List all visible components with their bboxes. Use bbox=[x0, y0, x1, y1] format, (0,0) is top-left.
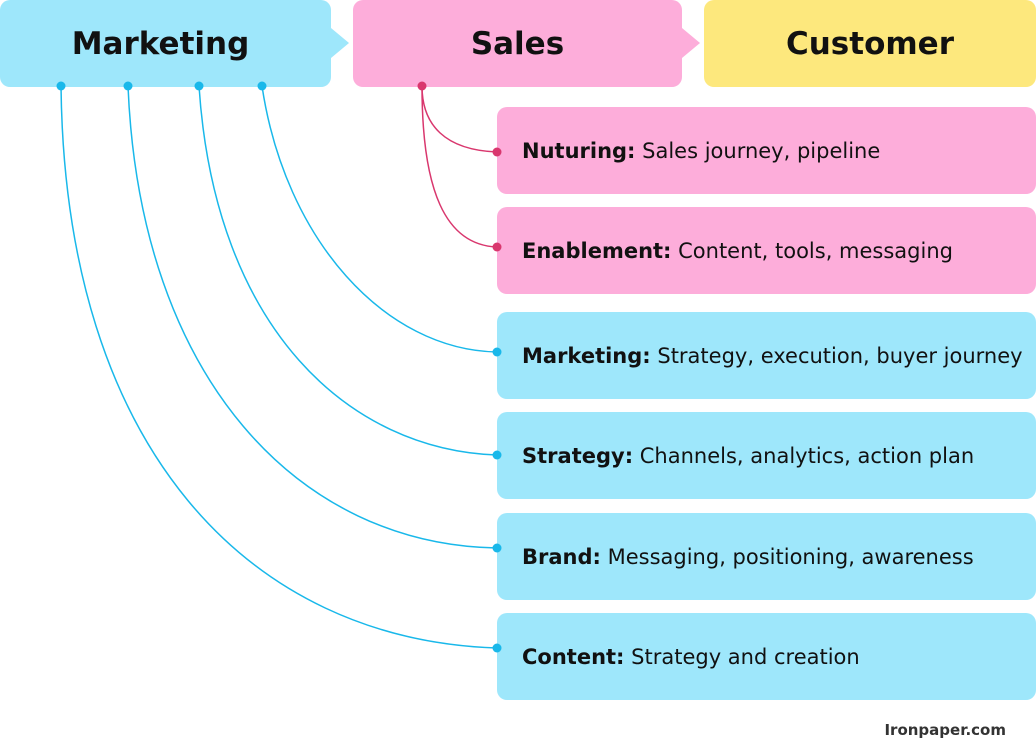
connector-marketing-strategy bbox=[198, 85, 498, 456]
arrow-marketing-to-sales bbox=[331, 28, 349, 58]
stage-sales: Sales bbox=[353, 0, 682, 87]
item-title: Strategy: bbox=[522, 443, 634, 468]
stage-customer: Customer bbox=[704, 0, 1036, 87]
item-title: Content: bbox=[522, 644, 625, 669]
item-detail: Strategy and creation bbox=[624, 644, 860, 669]
item-detail: Strategy, execution, buyer journey bbox=[650, 343, 1023, 368]
item-content: Content: Strategy and creation bbox=[497, 613, 1036, 700]
item-brand: Brand: Messaging, positioning, awareness bbox=[497, 513, 1036, 600]
connector-marketing-content bbox=[60, 85, 498, 649]
stage-marketing-label: Marketing bbox=[71, 25, 250, 62]
item-title: Marketing: bbox=[522, 343, 651, 368]
item-detail: Messaging, positioning, awareness bbox=[600, 544, 974, 569]
item-title: Brand: bbox=[522, 544, 601, 569]
connector-sales-nurturing bbox=[421, 85, 498, 153]
item-nurturing: Nuturing: Sales journey, pipeline bbox=[497, 107, 1036, 194]
connector-sales-enablement bbox=[421, 85, 498, 248]
stage-customer-label: Customer bbox=[785, 25, 954, 62]
item-title: Enablement: bbox=[522, 238, 672, 263]
item-detail: Content, tools, messaging bbox=[671, 238, 953, 263]
item-detail: Sales journey, pipeline bbox=[635, 138, 881, 163]
footer-credit: Ironpaper.com bbox=[884, 721, 1006, 739]
connector-marketing-marketing bbox=[261, 85, 498, 353]
item-strategy: Strategy: Channels, analytics, action pl… bbox=[497, 412, 1036, 499]
stage-marketing: Marketing bbox=[0, 0, 331, 87]
connector-marketing-brand bbox=[127, 85, 498, 549]
stage-sales-label: Sales bbox=[470, 25, 565, 62]
arrow-sales-to-customer bbox=[682, 28, 700, 58]
item-marketing: Marketing: Strategy, execution, buyer jo… bbox=[497, 312, 1036, 399]
item-detail: Channels, analytics, action plan bbox=[633, 443, 975, 468]
item-enablement: Enablement: Content, tools, messaging bbox=[497, 207, 1036, 294]
item-title: Nuturing: bbox=[522, 138, 636, 163]
